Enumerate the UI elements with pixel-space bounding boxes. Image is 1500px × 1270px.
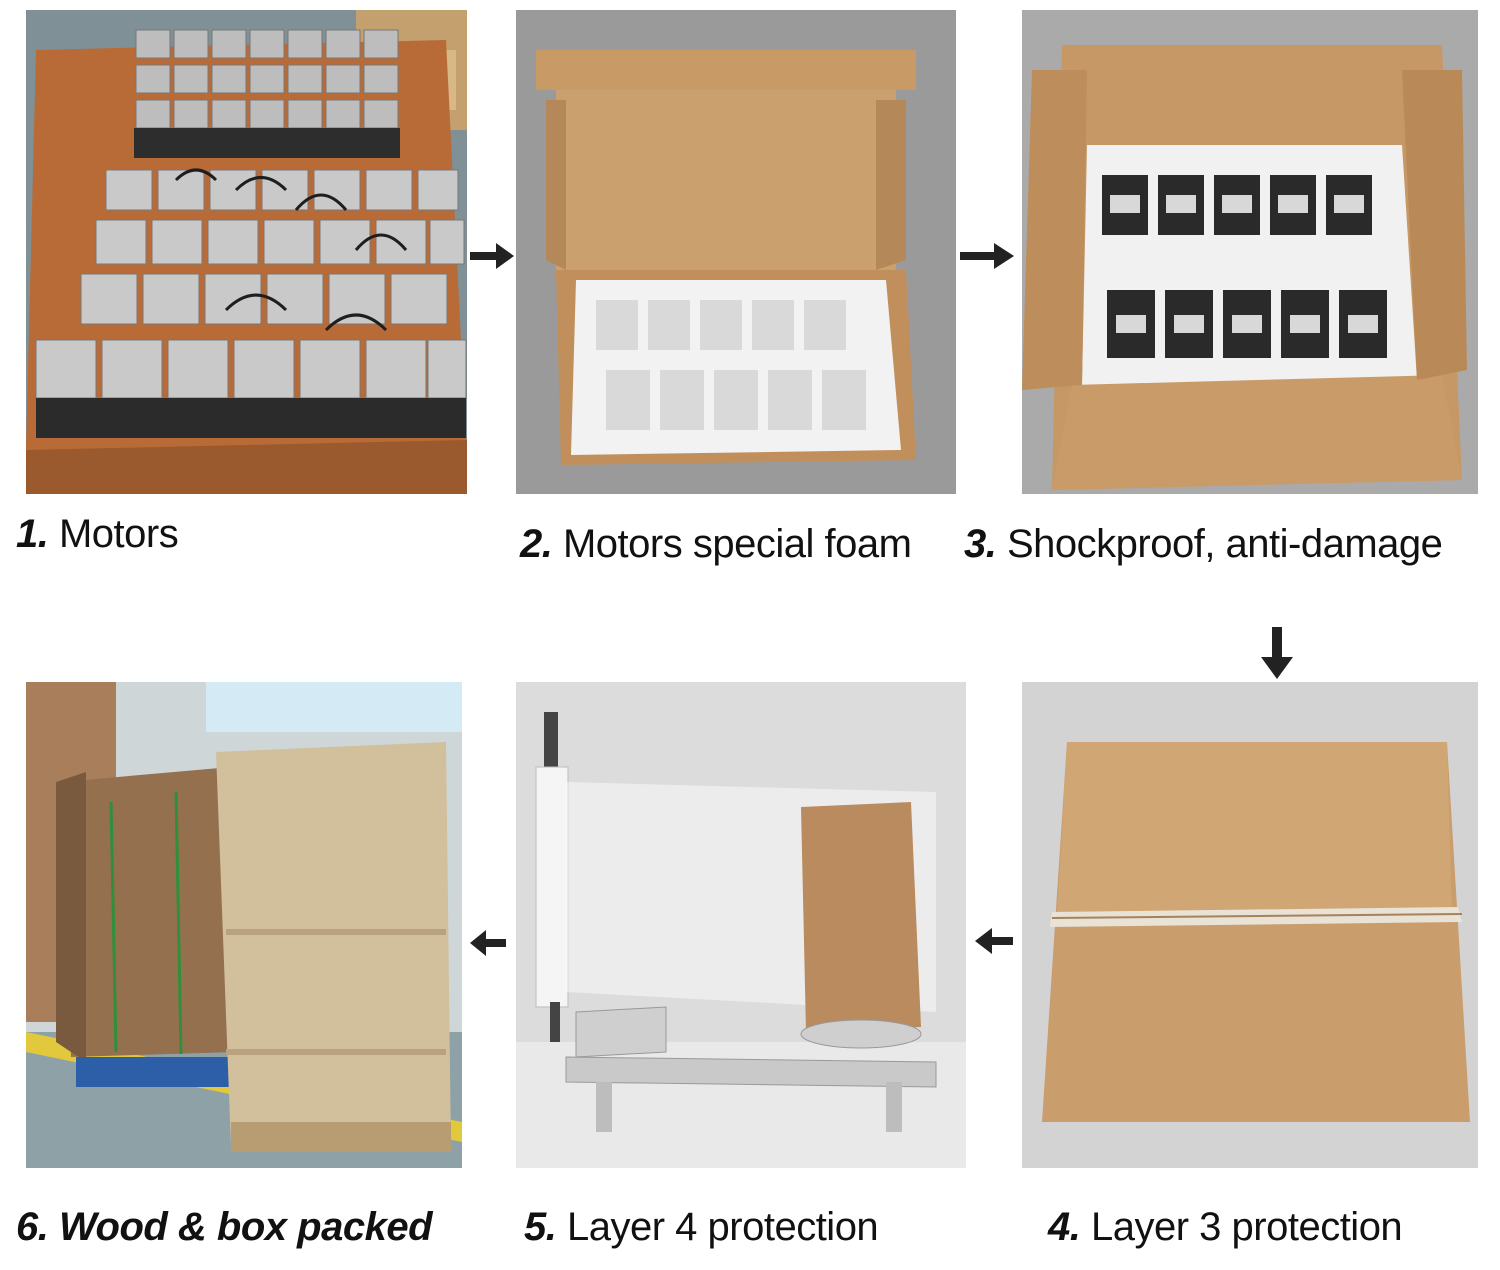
foam-box-image xyxy=(516,10,956,494)
sealed-carton-image xyxy=(1022,682,1478,1168)
arrow-down-icon xyxy=(1260,627,1294,679)
caption-step-4: 4. Layer 3 protection xyxy=(1048,1205,1403,1250)
motors-image xyxy=(26,10,467,494)
step-number: 2. xyxy=(520,522,553,566)
arrow-left-icon xyxy=(975,926,1013,956)
step-number: 6. xyxy=(16,1205,49,1249)
caption-step-3: 3. Shockproof, anti-damage xyxy=(964,522,1443,567)
wood-box-image xyxy=(26,682,462,1168)
step-number: 3. xyxy=(964,522,997,566)
photo-sealed-carton xyxy=(1022,682,1478,1168)
arrow-right-icon xyxy=(470,241,514,271)
caption-step-5: 5. Layer 4 protection xyxy=(524,1205,879,1250)
step-label: Motors special foam xyxy=(562,522,912,566)
photo-special-foam xyxy=(516,10,956,494)
step-number: 1. xyxy=(16,512,49,556)
step-number: 5. xyxy=(524,1205,557,1249)
photo-stretch-film xyxy=(516,682,966,1168)
caption-step-2: 2. Motors special foam xyxy=(520,522,912,567)
photo-wood-box xyxy=(26,682,462,1168)
caption-step-6: 6. Wood & box packed xyxy=(16,1205,433,1250)
photo-motors xyxy=(26,10,467,494)
step-label: Shockproof, anti-damage xyxy=(1006,522,1443,566)
caption-step-1: 1. Motors xyxy=(16,512,179,557)
arrow-right-icon xyxy=(960,241,1014,271)
step-label: Layer 4 protection xyxy=(566,1205,879,1249)
arrow-left-icon xyxy=(470,928,506,958)
photo-shockproof xyxy=(1022,10,1478,494)
step-label: Wood & box packed xyxy=(58,1205,433,1249)
stretch-film-image xyxy=(516,682,966,1168)
shockproof-image xyxy=(1022,10,1478,494)
step-number: 4. xyxy=(1048,1205,1081,1249)
step-label: Motors xyxy=(58,512,179,556)
step-label: Layer 3 protection xyxy=(1090,1205,1403,1249)
